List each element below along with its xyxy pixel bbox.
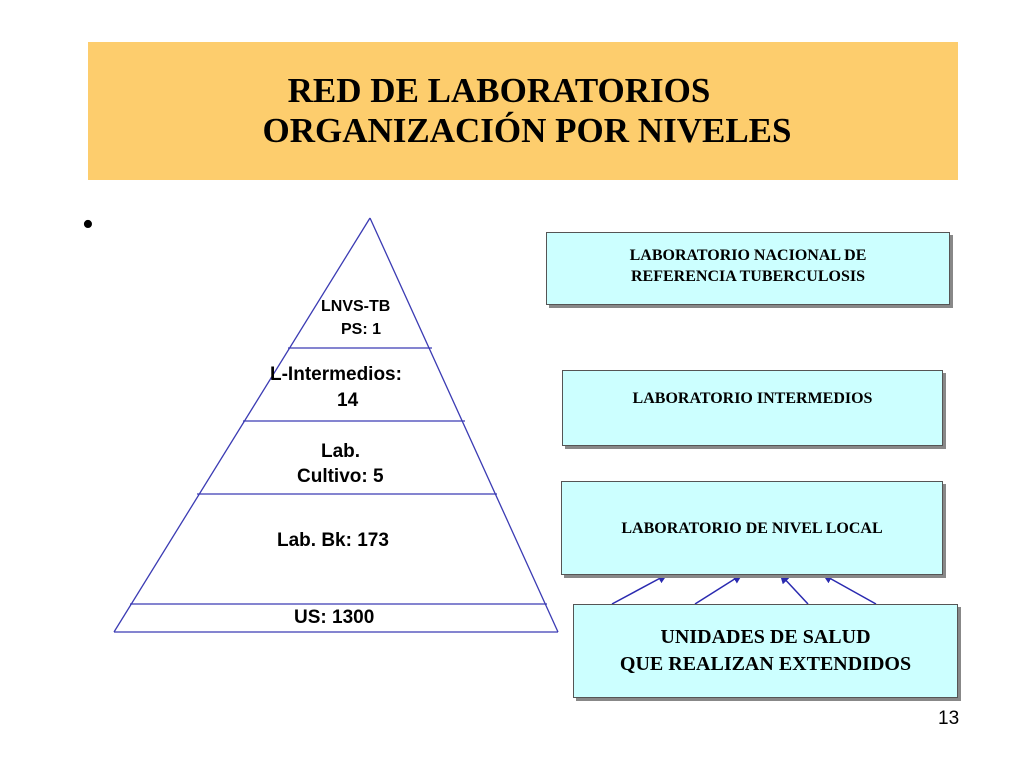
title-banner: RED DE LABORATORIOS ORGANIZACIÓN POR NIV…	[88, 42, 958, 180]
level-label-lab-bk: Lab. Bk: 173	[277, 530, 389, 551]
box-unidades-line-1: UNIDADES DE SALUD	[660, 626, 871, 648]
box-laboratorio-local: LABORATORIO DE NIVEL LOCAL	[561, 481, 943, 575]
box-unidades-salud: UNIDADES DE SALUD QUE REALIZAN EXTENDIDO…	[573, 604, 958, 698]
box-nacional-line-1: LABORATORIO NACIONAL DE	[629, 246, 867, 264]
pyramid-left-edge	[113, 217, 371, 633]
box-nacional-line-2: REFERENCIA TUBERCULOSIS	[631, 267, 865, 285]
title-line-2: ORGANIZACIÓN POR NIVELES	[262, 111, 792, 150]
pyramid-right-edge	[369, 217, 559, 633]
page-number: 13	[938, 708, 960, 729]
bullet-point: •	[82, 206, 94, 243]
arrow-up-1	[611, 574, 668, 605]
arrow-up-2	[694, 573, 743, 605]
box-laboratorio-intermedios: LABORATORIO INTERMEDIOS	[562, 370, 943, 446]
box-local-text: LABORATORIO DE NIVEL LOCAL	[621, 519, 883, 537]
box-intermedios-text: LABORATORIO INTERMEDIOS	[632, 390, 873, 407]
level-value-ps: PS: 1	[341, 321, 382, 338]
arrow-up-3	[779, 573, 809, 605]
level-value-intermedios: 14	[337, 390, 359, 411]
title-line-1: RED DE LABORATORIOS	[287, 71, 711, 110]
level-label-lnvs-tb: LNVS-TB	[321, 298, 391, 315]
box-unidades-line-2: QUE REALIZAN EXTENDIDOS	[619, 653, 912, 675]
level-label-lab-cultivo: Lab.	[321, 441, 361, 462]
arrow-up-4	[822, 574, 877, 605]
level-value-cultivo: Cultivo: 5	[297, 466, 384, 487]
level-label-intermedios: L-Intermedios:	[270, 364, 402, 385]
box-laboratorio-nacional: LABORATORIO NACIONAL DE REFERENCIA TUBER…	[546, 232, 950, 305]
level-label-us: US: 1300	[294, 607, 375, 628]
